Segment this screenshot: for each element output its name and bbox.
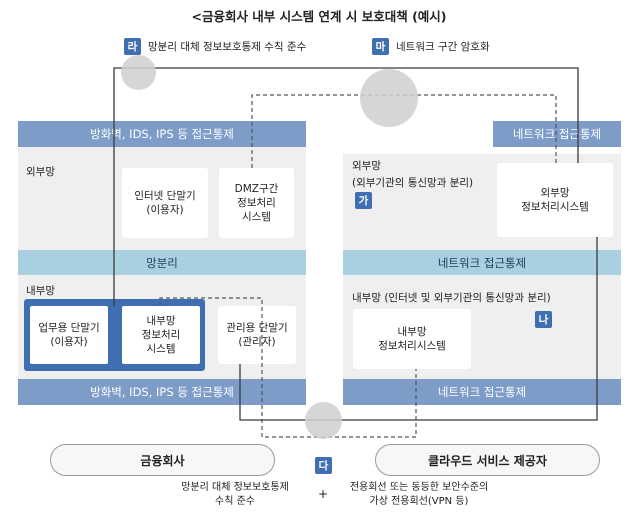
right-internal-system-line2: 정보처리시스템 [378, 340, 446, 352]
left-internal-system-box: 내부망 정보처리 시스템 [122, 306, 200, 364]
right-external-sub: (외부기관의 통신망과 분리) [352, 177, 474, 189]
dmz-system-box: DMZ구간 정보처리 시스템 [219, 168, 294, 238]
left-top-access-control-bar: 방화벽, IDS, IPS 등 접근통제 [18, 121, 306, 147]
circle-marker-ma [360, 69, 418, 127]
solid-route-ra [113, 67, 579, 306]
right-external-system-line2: 정보처리시스템 [521, 201, 589, 213]
work-terminal-box: 업무용 단말기 (이용자) [30, 306, 108, 364]
dmz-system-line1: DMZ구간 [234, 183, 279, 195]
internet-terminal-line1: 인터넷 단말기 [134, 190, 196, 202]
right-internal-label: 내부망 (인터넷 및 외부기관의 통신망과 분리) [352, 292, 551, 304]
work-terminal-line2: (이용자) [50, 336, 88, 348]
left-internal-system-line2: 정보처리 [141, 329, 181, 341]
network-separation-bar: 망분리 [18, 250, 306, 275]
admin-terminal-line1: 관리용 단말기 [226, 322, 288, 334]
bottom-right-note: 전용회선 또는 동등한 보안수준의 가상 전용회선(VPN 등) [334, 481, 504, 509]
badge-da: 다 [315, 457, 332, 474]
right-bottom-access-control-bar: 네트워크 접근통제 [343, 379, 621, 405]
internet-terminal-line2: (이용자) [146, 204, 184, 216]
right-internal-system-box: 내부망 정보처리시스템 [353, 309, 471, 369]
left-internal-system-line3: 시스템 [146, 343, 176, 355]
dashed-route-internal [159, 297, 417, 438]
left-internal-label: 내부망 [26, 285, 55, 297]
right-internal-system-line1: 내부망 [397, 326, 427, 338]
badge-ga: 가 [355, 192, 372, 209]
bottom-left-note-line2: 수칙 준수 [215, 496, 255, 507]
left-internal-system-line1: 내부망 [146, 315, 176, 327]
dmz-system-line3: 시스템 [242, 211, 271, 223]
left-external-label: 외부망 [26, 166, 55, 178]
badge-ra: 라 [124, 38, 141, 55]
plus-sign: + [317, 487, 329, 501]
solid-route-leased-line [239, 237, 598, 421]
circle-marker-ra [121, 55, 156, 90]
legend-ra-text: 망분리 대체 정보보호통제 수칙 준수 [148, 41, 307, 53]
circle-marker-da [305, 402, 342, 439]
right-external-system-box: 외부망 정보처리시스템 [497, 163, 613, 237]
legend-ma-text: 네트워크 구간 암호화 [396, 41, 490, 53]
bottom-left-note: 망분리 대체 정보보호통제 수칙 준수 [170, 481, 300, 509]
right-mid-access-control-bar: 네트워크 접근통제 [343, 250, 621, 275]
internet-terminal-box: 인터넷 단말기 (이용자) [122, 168, 208, 238]
right-top-access-control-bar: 네트워크 접근통제 [493, 121, 621, 147]
financial-company-pill: 금융회사 [50, 444, 275, 476]
bottom-right-note-line1: 전용회선 또는 동등한 보안수준의 [349, 482, 489, 493]
bottom-left-note-line1: 망분리 대체 정보보호통제 [181, 482, 289, 493]
diagram-title: <금융회사 내부 시스템 연계 시 보호대책 (예시) [191, 9, 447, 24]
bottom-right-note-line2: 가상 전용회선(VPN 등) [369, 496, 469, 507]
work-terminal-line1: 업무용 단말기 [38, 322, 100, 334]
right-external-label: 외부망 [352, 160, 381, 172]
left-bottom-access-control-bar: 방화벽, IDS, IPS 등 접근통제 [18, 379, 306, 405]
badge-na: 나 [535, 311, 552, 328]
admin-terminal-line2: (관리자) [238, 336, 276, 348]
dmz-system-line2: 정보처리 [237, 197, 276, 209]
cloud-provider-pill: 클라우드 서비스 제공자 [375, 444, 600, 476]
admin-terminal-box: 관리용 단말기 (관리자) [218, 306, 296, 364]
badge-ma: 마 [372, 38, 389, 55]
right-external-system-line1: 외부망 [540, 187, 570, 199]
